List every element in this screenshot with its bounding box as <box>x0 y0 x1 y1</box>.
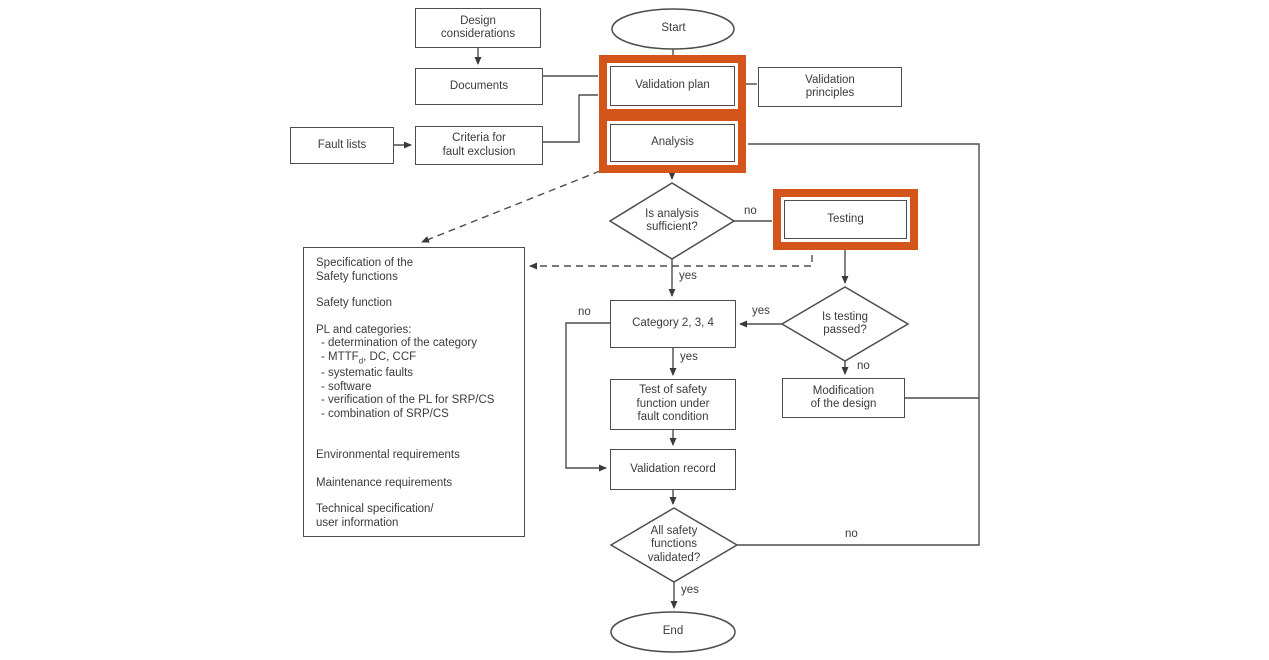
edge-testing-to-specbox-dashed <box>529 243 813 270</box>
node-analysis: Analysis <box>610 124 735 162</box>
label-validated-yes: yes <box>681 584 699 596</box>
node-modification-of-design: Modification of the design <box>782 378 905 418</box>
mttf-prefix: - MTTF <box>321 350 359 363</box>
node-category-234: Category 2, 3, 4 <box>610 300 736 348</box>
node-testing: Testing <box>784 200 907 239</box>
decision-testing-passed-shape <box>780 286 910 362</box>
start-terminator-shape <box>611 8 735 50</box>
spec-para-maintenance: Maintenance requirements <box>316 476 453 489</box>
label-testing-passed-no: no <box>857 360 870 372</box>
label-category-yes: yes <box>680 351 698 363</box>
spec-pl-list: PL and categories: - determination of th… <box>316 324 516 422</box>
spec-pl-item-systematic: - systematic faults <box>321 367 414 380</box>
highlight-testing: Testing <box>773 189 918 250</box>
decision-all-validated-shape <box>609 507 739 583</box>
label-analysis-yes: yes <box>679 270 697 282</box>
edge-criteria-to-validation-plan <box>543 94 598 143</box>
spec-pl-item-mttf: - MTTFd, DC, CCF <box>316 351 516 368</box>
spec-pl-item-category: - determination of the category <box>321 337 477 349</box>
spec-para-safety-function: Safety function <box>316 297 393 309</box>
node-validation-record: Validation record <box>610 449 736 490</box>
node-test-of-safety-function: Test of safety function under fault cond… <box>610 379 736 430</box>
edge-category-no-to-record <box>565 322 610 472</box>
mttf-subscript: d <box>358 355 364 365</box>
spec-para-technical: Technical specification/ user informatio… <box>316 503 434 529</box>
highlight-analysis: Analysis <box>599 113 746 173</box>
spec-pl-item-software: - software <box>321 380 372 393</box>
node-validation-plan: Validation plan <box>610 66 735 106</box>
spec-para-environmental: Environmental requirements <box>316 449 460 462</box>
node-fault-lists: Fault lists <box>290 127 394 164</box>
node-criteria-fault-exclusion: Criteria for fault exclusion <box>415 126 543 165</box>
label-analysis-no: no <box>744 205 757 217</box>
edge-feedback-loop-to-analysis <box>737 143 980 546</box>
label-validated-no: no <box>845 528 858 540</box>
spec-para-safety-functions: Specification of the Safety functions <box>316 257 414 283</box>
end-terminator-shape <box>610 611 736 653</box>
spec-pl-item-verification: - verification of the PL for SRP/CS <box>321 394 495 407</box>
node-design-considerations: Design considerations <box>415 8 541 48</box>
mttf-suffix: , DC, CCF <box>363 350 417 363</box>
highlight-validation-plan: Validation plan <box>599 55 746 117</box>
label-category-no: no <box>578 306 591 318</box>
edge-analysis-to-specbox-dashed <box>421 170 601 243</box>
decision-analysis-sufficient-shape <box>608 182 736 260</box>
specification-box: Specification of the Safety functions Sa… <box>303 247 525 537</box>
node-validation-principles: Validation principles <box>758 67 902 107</box>
spec-pl-title: PL and categories: <box>316 323 412 336</box>
node-documents: Documents <box>415 68 543 105</box>
spec-pl-item-combination: - combination of SRP/CS <box>321 407 449 420</box>
label-testing-passed-yes: yes <box>752 305 770 317</box>
